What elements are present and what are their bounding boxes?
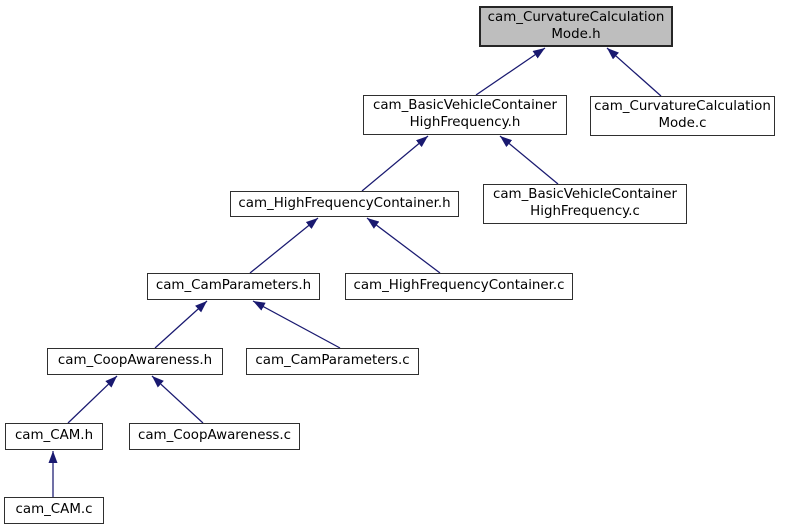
include-edge-cam_HighFrequencyContainer_h-to-cam_BasicVehicleContainerHighFrequency_h: [361, 135, 429, 192]
graph-node-cam_BasicVehicleContainerHighFrequency_h[interactable]: cam_BasicVehicleContainer HighFrequency.…: [363, 95, 567, 135]
graph-node-cam_CAM_c[interactable]: cam_CAM.c: [4, 497, 104, 524]
graph-node-cam_CoopAwareness_c[interactable]: cam_CoopAwareness.c: [129, 423, 300, 450]
graph-node-label: cam_CAM.h: [14, 428, 94, 444]
graph-node-label: cam_CoopAwareness.h: [57, 353, 213, 369]
include-edge-cam_BasicVehicleContainerHighFrequency_h-to-cam_CurvatureCalculationMode_h: [475, 47, 546, 96]
include-edge-cam_CamParameters_h-to-cam_HighFrequencyContainer_h: [249, 217, 319, 274]
graph-node-label: cam_HighFrequencyContainer.c: [353, 278, 565, 294]
graph-node-label: cam_CurvatureCalculation Mode.c: [594, 99, 771, 131]
graph-node-label: cam_CamParameters.h: [155, 278, 312, 294]
include-edge-cam_CamParameters_c-to-cam_CamParameters_h: [252, 300, 341, 349]
graph-node-cam_CamParameters_c[interactable]: cam_CamParameters.c: [246, 348, 419, 375]
graph-node-cam_CurvatureCalculationMode_c[interactable]: cam_CurvatureCalculation Mode.c: [590, 96, 775, 136]
include-edge-cam_BasicVehicleContainerHighFrequency_c-to-cam_BasicVehicleContainerHighFrequency_h: [499, 135, 559, 185]
graph-node-label: cam_BasicVehicleContainer HighFrequency.…: [492, 187, 678, 219]
graph-node-cam_CAM_h[interactable]: cam_CAM.h: [5, 423, 103, 450]
graph-node-label: cam_HighFrequencyContainer.h: [238, 195, 451, 211]
graph-node-cam_CurvatureCalculationMode_h[interactable]: cam_CurvatureCalculation Mode.h: [479, 6, 673, 47]
include-edge-cam_CoopAwareness_c-to-cam_CoopAwareness_h: [151, 375, 204, 424]
graph-node-cam_CamParameters_h[interactable]: cam_CamParameters.h: [147, 273, 320, 300]
graph-node-label: cam_CoopAwareness.c: [137, 428, 292, 444]
graph-node-label: cam_CAM.c: [15, 502, 93, 518]
graph-node-cam_CoopAwareness_h[interactable]: cam_CoopAwareness.h: [47, 348, 223, 375]
graph-node-cam_HighFrequencyContainer_h[interactable]: cam_HighFrequencyContainer.h: [230, 191, 459, 217]
graph-node-label: cam_CamParameters.c: [255, 353, 410, 369]
include-edge-cam_CAM_h-to-cam_CoopAwareness_h: [67, 375, 118, 424]
include-edge-cam_HighFrequencyContainer_c-to-cam_HighFrequencyContainer_h: [366, 217, 441, 274]
graph-node-cam_HighFrequencyContainer_c[interactable]: cam_HighFrequencyContainer.c: [345, 273, 573, 300]
graph-node-label: cam_CurvatureCalculation Mode.h: [487, 9, 665, 42]
include-edge-cam_CurvatureCalculationMode_c-to-cam_CurvatureCalculationMode_h: [606, 47, 662, 97]
graph-node-label: cam_BasicVehicleContainer HighFrequency.…: [372, 98, 558, 130]
include-edge-cam_CoopAwareness_h-to-cam_CamParameters_h: [154, 300, 208, 349]
graph-node-cam_BasicVehicleContainerHighFrequency_c[interactable]: cam_BasicVehicleContainer HighFrequency.…: [483, 184, 687, 224]
